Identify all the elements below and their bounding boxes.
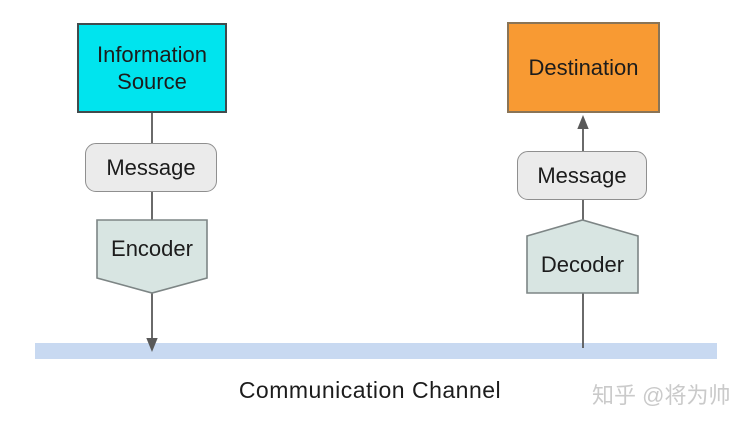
decoder-shape (526, 219, 639, 294)
information-source-label: Information Source (96, 41, 208, 95)
communication-channel-label: Communication Channel (238, 377, 502, 403)
information-source-node: Information Source (77, 23, 227, 113)
decoder-label: Decoder (540, 251, 625, 277)
up-arrowhead-icon (577, 115, 589, 129)
message-left-node: Message (85, 143, 217, 192)
zhihu-watermark: 知乎 @将为帅 (592, 383, 731, 408)
message-right-node: Message (517, 151, 647, 200)
message-right-label: Message (537, 162, 627, 188)
encoder-shape (96, 219, 208, 294)
encoder-label: Encoder (111, 236, 193, 261)
destination-node: Destination (507, 22, 660, 113)
down-arrowhead-icon (146, 338, 158, 352)
destination-label: Destination (528, 54, 639, 80)
communication-channel-bar (35, 343, 717, 359)
message-left-label: Message (106, 154, 196, 180)
